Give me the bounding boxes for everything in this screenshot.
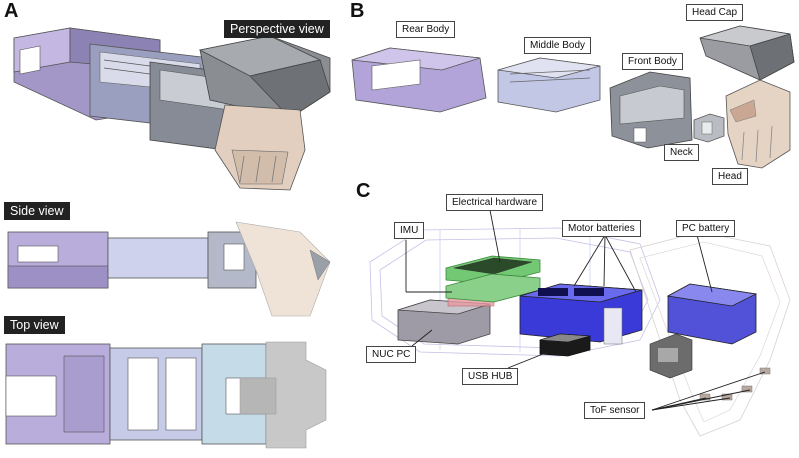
top-view-label: Top view	[4, 316, 65, 334]
pc-battery-model	[666, 283, 758, 345]
middle-body-label: Middle Body	[524, 37, 592, 54]
perspective-view-label: Perspective view	[224, 20, 330, 38]
head-model	[725, 79, 791, 169]
panel-letter-c: C	[356, 180, 371, 202]
front-body-model	[609, 71, 693, 149]
rear-body-label: Rear Body	[396, 21, 456, 38]
electrical-hardware-label: Electrical hardware	[446, 194, 544, 211]
side-view-model	[7, 221, 331, 317]
perspective-robot-model	[13, 27, 331, 191]
imu-label: IMU	[394, 222, 425, 239]
neck-label: Neck	[664, 144, 699, 161]
nuc-pc-label: NUC PC	[366, 346, 417, 363]
head-electronics-model	[649, 333, 693, 379]
panel-letter-b: B	[350, 0, 365, 22]
usb-hub-label: USB HUB	[462, 368, 519, 385]
front-body-label: Front Body	[622, 53, 683, 70]
motor-batteries-model	[519, 283, 643, 345]
head-cap-model	[699, 25, 795, 81]
neck-model	[693, 113, 725, 143]
tof-sensor-label: ToF sensor	[584, 402, 646, 419]
top-view-model	[5, 341, 327, 449]
tof-sensor-models	[699, 367, 771, 401]
head-label: Head	[712, 168, 748, 185]
motor-batteries-label: Motor batteries	[562, 220, 641, 237]
head-cap-label: Head Cap	[686, 4, 744, 21]
leader-lines	[405, 209, 766, 411]
nuc-pc-model	[397, 299, 491, 345]
side-view-label: Side view	[4, 202, 70, 220]
pc-battery-label: PC battery	[676, 220, 736, 237]
rear-body-model	[351, 47, 487, 113]
electrical-hardware-model	[445, 255, 541, 303]
usb-hub-model	[539, 333, 591, 357]
middle-body-model	[497, 57, 601, 113]
panel-letter-a: A	[4, 0, 19, 22]
